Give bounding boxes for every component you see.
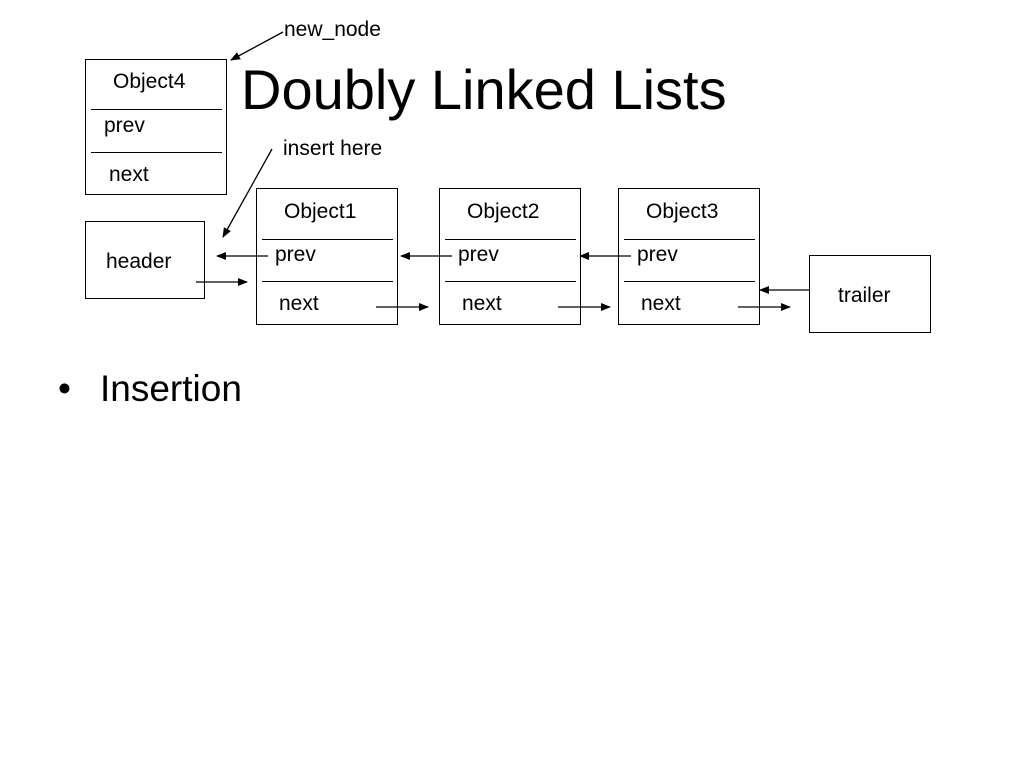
node-object4-divider-bottom (91, 152, 222, 153)
node-object1-prev: prev (275, 243, 316, 266)
node-object2-next: next (462, 292, 502, 315)
node-object3-name: Object3 (646, 200, 719, 223)
bullet-marker: • (58, 368, 71, 409)
insert-here-callout: insert here (283, 137, 383, 160)
node-object2-prev: prev (458, 243, 499, 266)
node-object4-next: next (109, 163, 149, 186)
node-object4: Object4 prev next (85, 59, 227, 195)
slide-title: Doubly Linked Lists (241, 58, 727, 121)
node-object4-prev: prev (104, 114, 145, 137)
node-object3-prev: prev (637, 243, 678, 266)
header-label: header (106, 250, 172, 273)
node-object3-divider-bottom (624, 281, 755, 282)
bullet-text: Insertion (100, 368, 242, 409)
node-object2-divider-bottom (445, 281, 576, 282)
node-object1-next: next (279, 292, 319, 315)
insert-here-arrow (222, 148, 273, 238)
node-object2: Object2 prev next (439, 188, 581, 325)
new-node-callout: new_node (284, 18, 381, 41)
node-object1-divider-top (262, 239, 393, 240)
node-object3-next: next (641, 292, 681, 315)
node-object2-name: Object2 (467, 200, 540, 223)
trailer-label: trailer (838, 284, 891, 307)
trailer-node: trailer (809, 255, 931, 333)
node-object4-divider-top (91, 109, 222, 110)
node-object4-name: Object4 (113, 70, 186, 93)
node-object1: Object1 prev next (256, 188, 398, 325)
node-object2-divider-top (445, 239, 576, 240)
node-object1-divider-bottom (262, 281, 393, 282)
node-object3-divider-top (624, 239, 755, 240)
node-object1-name: Object1 (284, 200, 357, 223)
bullet-item: • Insertion (58, 368, 242, 410)
header-node: header (85, 221, 205, 299)
new-node-arrow (230, 31, 284, 61)
node-object3: Object3 prev next (618, 188, 760, 325)
